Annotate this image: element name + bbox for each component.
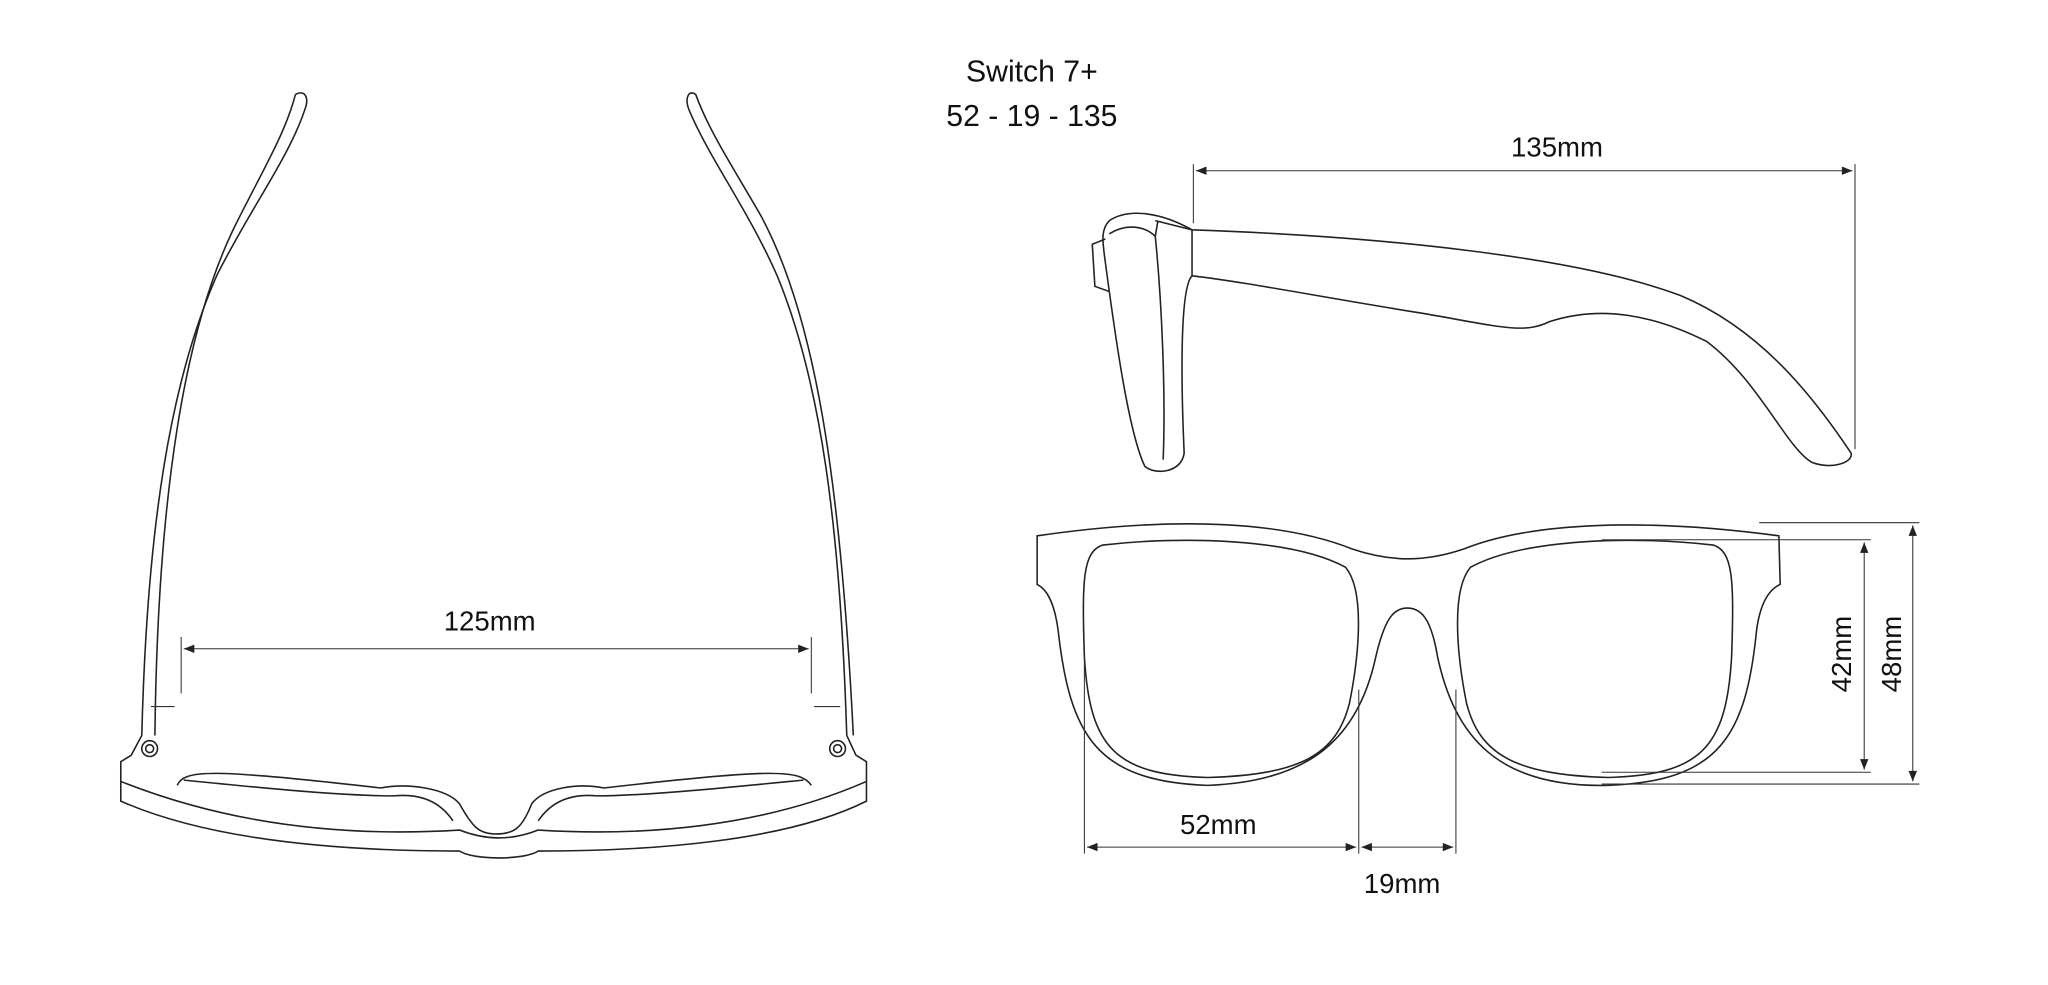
- side-view-drawing: [1091, 164, 1856, 473]
- temple-length-label: 135mm: [1511, 131, 1603, 162]
- lens-height-label: 42mm: [1826, 616, 1857, 693]
- lens-width-label: 52mm: [1180, 809, 1257, 840]
- model-name: Switch 7+: [966, 55, 1098, 88]
- top-view-drawing: [119, 92, 868, 859]
- temple-spread-label: 125mm: [444, 605, 536, 636]
- front-view-drawing: [1036, 522, 1920, 854]
- size-code: 52 - 19 - 135: [946, 100, 1117, 133]
- frame-height-label: 48mm: [1876, 616, 1907, 693]
- bridge-label: 19mm: [1364, 868, 1441, 899]
